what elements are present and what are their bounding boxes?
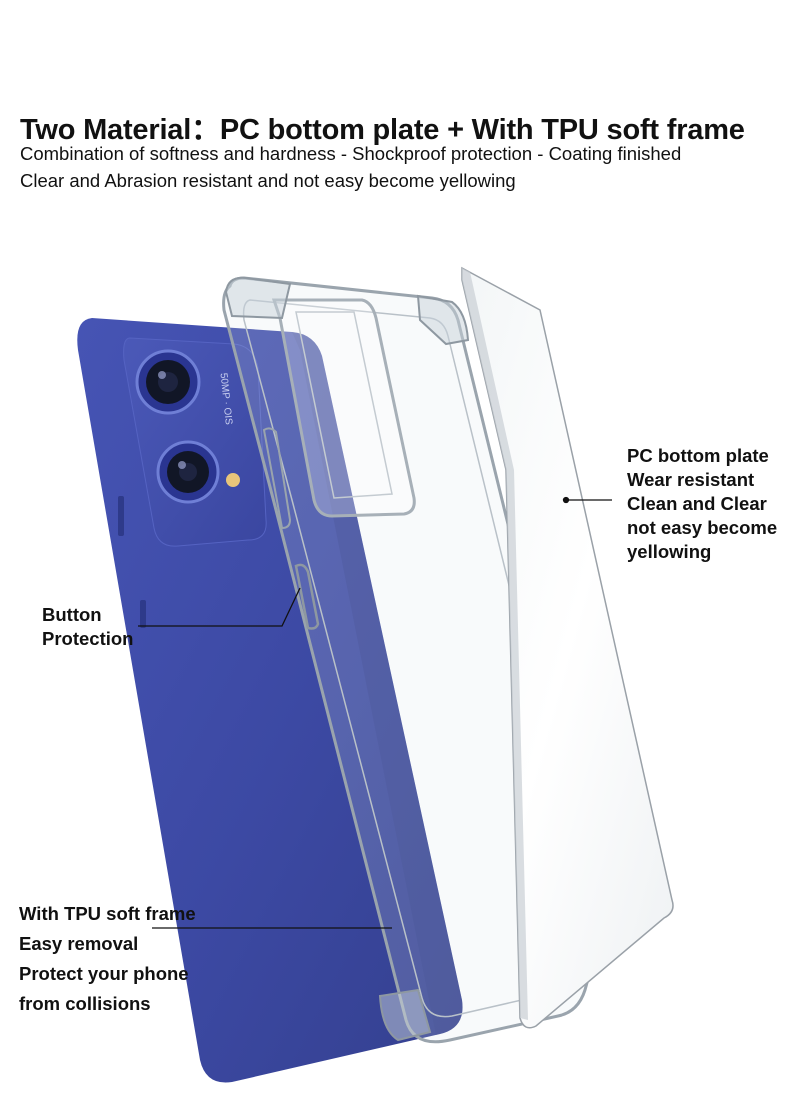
camera-label: 50MP · OIS — [218, 372, 234, 425]
leader-lines — [138, 496, 612, 929]
subtitle-line-1: Combination of softness and hardness - S… — [20, 143, 682, 164]
pc-plate-line-2: Wear resistant — [627, 469, 755, 490]
power-button — [140, 600, 146, 628]
pc-plate-line-3: Clean and Clear — [627, 493, 767, 514]
pc-plate-dot — [562, 496, 570, 504]
button-line-2: Protection — [42, 628, 134, 649]
volume-button — [118, 496, 124, 536]
pc-plate-line-1: PC bottom plate — [627, 445, 769, 466]
button-line-1: Button — [42, 604, 102, 625]
tpu-line-4: from collisions — [19, 993, 151, 1014]
pc-bottom-plate — [461, 266, 674, 1029]
subtitle-line-2: Clear and Abrasion resistant and not eas… — [20, 170, 516, 191]
button-leader — [138, 587, 301, 627]
secondary-camera-lens — [156, 440, 220, 504]
tpu-line-3: Protect your phone — [19, 963, 189, 984]
pc-plate-callout: PC bottom plate Wear resistant Clean and… — [627, 444, 777, 564]
pc-plate-line-4: not easy become — [627, 517, 778, 538]
main-camera-lens — [135, 349, 201, 415]
headline: Two Material：PC bottom plate + With TPU … — [20, 114, 745, 146]
tpu-line-2: Easy removal — [19, 933, 139, 954]
tpu-line-1: With TPU soft frame — [19, 903, 196, 924]
button-callout: Button Protection — [42, 603, 133, 651]
flash-icon — [226, 473, 240, 487]
pc-plate-line-5: yellowing — [627, 541, 712, 562]
tpu-callout: With TPU soft frame Easy removal Protect… — [19, 899, 196, 1019]
